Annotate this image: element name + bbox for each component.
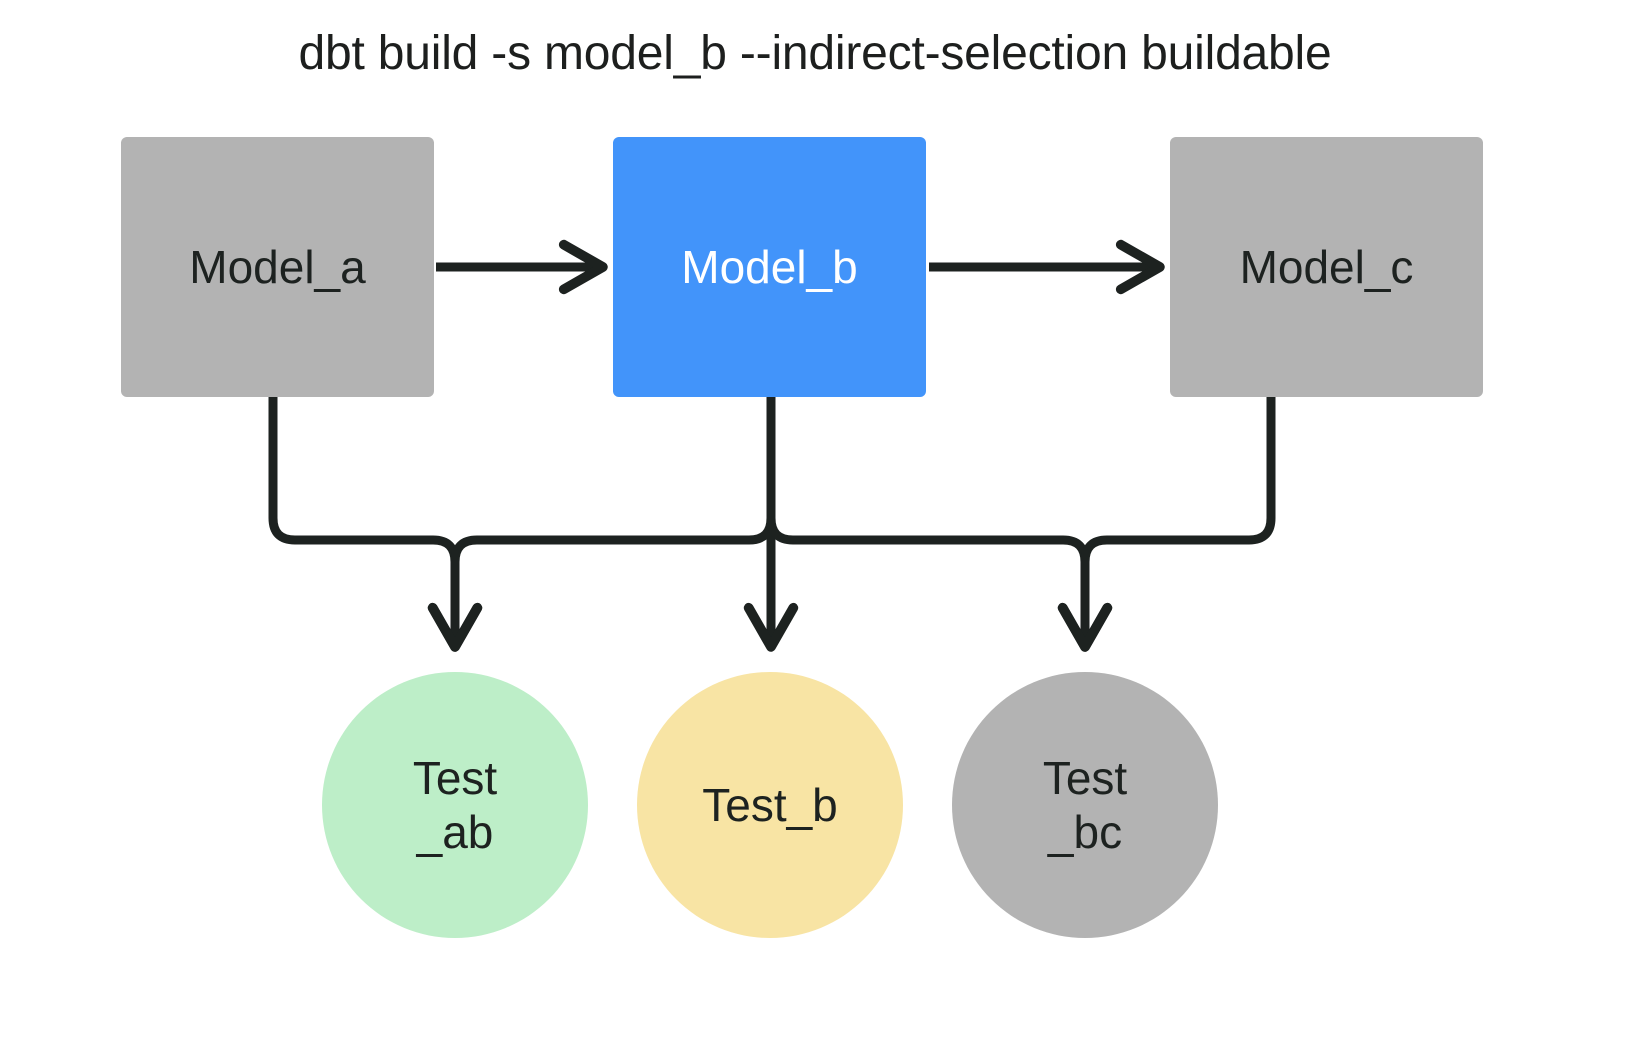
node-test-bc-label-line1: Test — [1042, 751, 1128, 804]
diagram-title: dbt build -s model_b --indirect-selectio… — [298, 27, 1332, 80]
node-model-c-label: Model_c — [1239, 240, 1414, 293]
node-test-ab[interactable]: Test _ab — [322, 672, 588, 938]
node-test-bc[interactable]: Test _bc — [952, 672, 1218, 938]
node-model-b[interactable]: Model_b — [613, 137, 926, 397]
node-test-ab-label-line1: Test — [412, 751, 498, 804]
edge-model-b-to-test-bc — [766, 397, 1113, 652]
edge-model-b-to-test-ab — [427, 397, 776, 652]
node-test-ab-label-line2: _ab — [416, 806, 494, 858]
node-model-a-label: Model_a — [189, 240, 366, 293]
node-test-b[interactable]: Test_b — [637, 672, 903, 938]
edge-model-a-to-test-ab — [268, 397, 483, 652]
node-model-b-label: Model_b — [681, 240, 858, 293]
node-model-a[interactable]: Model_a — [121, 137, 434, 397]
node-test-b-label-line1: Test_b — [702, 778, 838, 831]
edge-model-c-to-test-bc — [1057, 397, 1276, 652]
node-model-c[interactable]: Model_c — [1170, 137, 1483, 397]
node-test-bc-label-line2: _bc — [1047, 806, 1123, 858]
